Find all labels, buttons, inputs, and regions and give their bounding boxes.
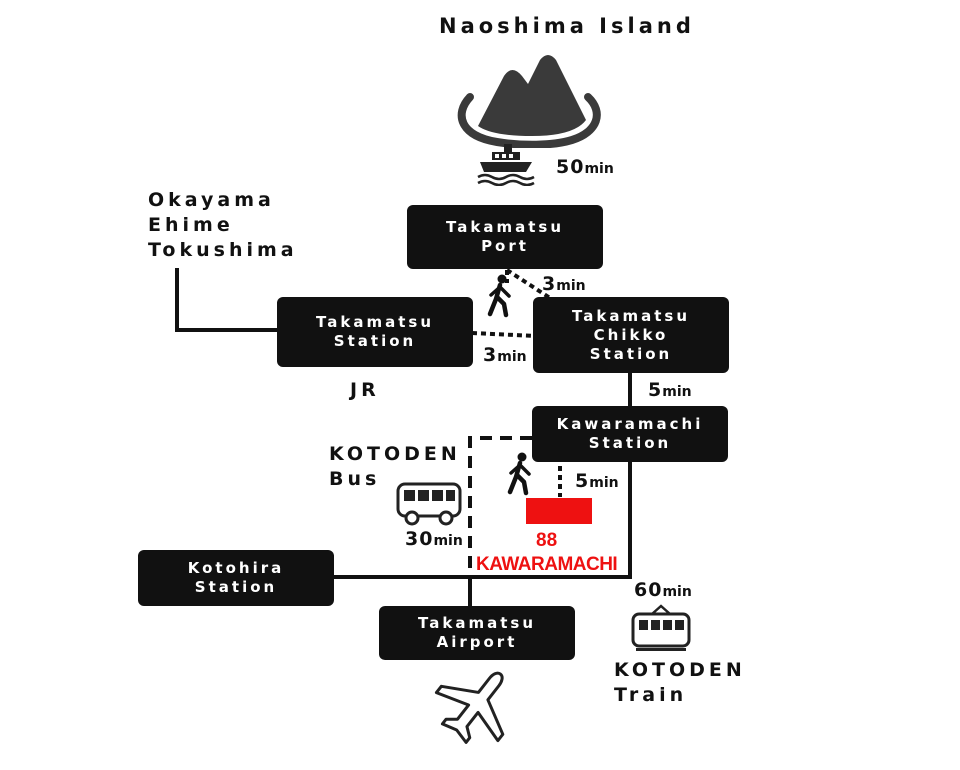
- airplane-icon: [434, 671, 505, 744]
- station-name-line2: Chikko: [593, 325, 669, 344]
- station-walk-time-value: 3: [483, 344, 498, 366]
- kawaramachi-walk-time-value: 5: [575, 470, 590, 492]
- port-walk-time: 3min: [542, 273, 586, 295]
- station-name-line1: Kotohira: [187, 559, 285, 577]
- bus-icon: [396, 482, 462, 526]
- kawaramachi-walk-time: 5min: [575, 470, 619, 492]
- port-walk-time-unit: min: [556, 278, 586, 294]
- train-time: 60min: [634, 579, 692, 601]
- kotoden-train-line: [333, 462, 632, 579]
- destination-tokushima: Tokushima: [148, 239, 298, 261]
- walking-person-icon: [487, 274, 511, 318]
- station-takamatsu[interactable]: Takamatsu Station: [277, 297, 473, 367]
- port-walk-time-value: 3: [542, 273, 557, 295]
- ferry-time-unit: min: [584, 161, 614, 177]
- station-takamatsu-airport[interactable]: Takamatsu Airport: [379, 606, 575, 660]
- station-walk-time-unit: min: [497, 349, 527, 365]
- bus-stop-name: KAWARAMACHI: [476, 554, 618, 575]
- ferry-time: 50min: [556, 156, 614, 178]
- map-title: Naoshima Island: [439, 14, 695, 38]
- station-name-line2: Station: [333, 332, 417, 350]
- kotoden-bus-label-line1: KOTODEN: [329, 443, 461, 465]
- kotoden-train-label-line2: Train: [614, 684, 688, 706]
- kotoden-bus-label-line2: Bus: [329, 468, 381, 490]
- bus-time-unit: min: [433, 533, 463, 549]
- bus-time-value: 30: [405, 528, 434, 550]
- station-name-line1: Kawaramachi: [556, 415, 704, 433]
- bus-stop-marker[interactable]: [526, 498, 592, 524]
- station-name-line2: Station: [194, 578, 278, 596]
- kawaramachi-walk-time-unit: min: [589, 475, 619, 491]
- station-walk-time: 3min: [483, 344, 527, 366]
- destination-okayama: Okayama: [148, 189, 275, 211]
- station-kawaramachi[interactable]: Kawaramachi Station: [532, 406, 728, 462]
- kotoden-train-label-line1: KOTODEN: [614, 659, 746, 681]
- station-name-line1: Takamatsu: [445, 218, 565, 236]
- island-icon: [457, 55, 601, 148]
- station-name-line2: Station: [588, 434, 672, 452]
- train-icon: [631, 604, 691, 651]
- kotoden-bus-label: KOTODEN Bus: [329, 442, 461, 492]
- train-time-unit: min: [662, 584, 692, 600]
- chikko-kawaramachi-time-value: 5: [648, 379, 663, 401]
- station-name-line1: Takamatsu: [417, 614, 537, 632]
- bus-route: [468, 436, 532, 575]
- destination-list: Okayama Ehime Tokushima: [148, 188, 298, 263]
- station-takamatsu-port[interactable]: Takamatsu Port: [407, 205, 603, 269]
- chikko-kawaramachi-time: 5min: [648, 379, 692, 401]
- train-time-value: 60: [634, 579, 663, 601]
- walk-station-chikko: [471, 331, 537, 338]
- station-name-line1: Takamatsu: [315, 313, 435, 331]
- station-takamatsu-chikko[interactable]: Takamatsu Chikko Station: [533, 297, 729, 373]
- station-name-line3: Station: [589, 344, 673, 363]
- station-name-line2: Port: [481, 237, 529, 255]
- bus-time: 30min: [405, 528, 463, 550]
- bus-stop-number: 88: [536, 530, 558, 551]
- jr-line: [175, 268, 280, 332]
- kotoden-train-label: KOTODEN Train: [614, 658, 746, 708]
- station-name-line1: Takamatsu: [571, 306, 691, 325]
- jr-line-label: JR: [350, 379, 380, 401]
- station-kotohira[interactable]: Kotohira Station: [138, 550, 334, 606]
- ferry-time-value: 50: [556, 156, 585, 178]
- chikko-kawaramachi-time-unit: min: [662, 384, 692, 400]
- walking-person-icon: [507, 452, 531, 496]
- ferry-icon: [477, 144, 535, 186]
- station-name-line2: Airport: [436, 633, 518, 651]
- destination-ehime: Ehime: [148, 214, 234, 236]
